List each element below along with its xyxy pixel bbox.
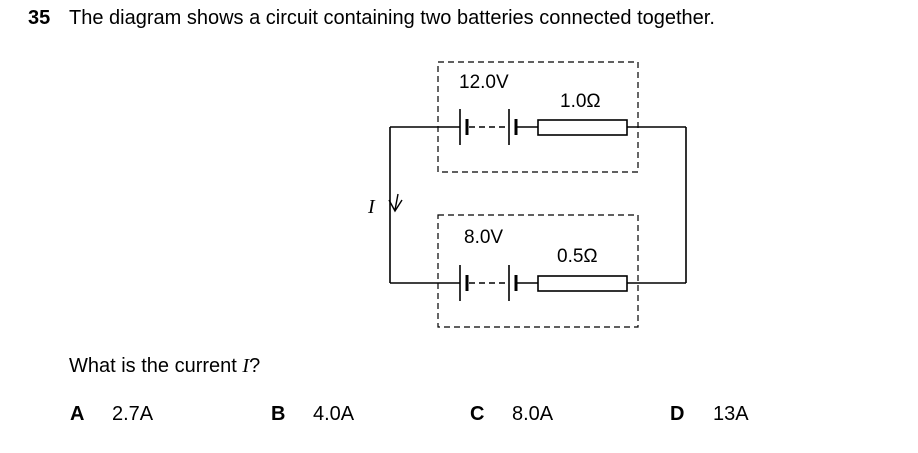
prompt-end: ?	[249, 355, 261, 377]
question-text: The diagram shows a circuit containing t…	[69, 7, 715, 29]
prompt-text: What is the current	[69, 355, 243, 377]
option-c-text[interactable]: 8.0A	[512, 403, 554, 425]
circuit-wires	[389, 126, 687, 284]
option-b-letter[interactable]: B	[271, 403, 286, 425]
top-emf-label: 12.0V	[459, 72, 509, 93]
bottom-internal-resistor	[537, 275, 628, 292]
bottom-resistance-label: 0.5Ω	[557, 246, 598, 267]
option-b-text[interactable]: 4.0A	[313, 403, 355, 425]
top-battery-boundary	[437, 61, 639, 173]
option-a-text[interactable]: 2.7A	[112, 403, 154, 425]
option-d-letter[interactable]: D	[670, 403, 685, 425]
top-cell-symbol	[459, 109, 518, 145]
option-d-text[interactable]: 13A	[713, 403, 749, 425]
top-internal-resistor	[537, 119, 628, 136]
current-label: I	[367, 196, 376, 218]
bottom-emf-label: 8.0V	[464, 227, 503, 248]
prompt-variable: I	[242, 355, 250, 377]
question-prompt: What is the current I?	[69, 355, 260, 378]
bottom-battery-boundary	[437, 214, 639, 328]
option-a-letter[interactable]: A	[70, 403, 85, 425]
current-arrow-icon	[388, 193, 403, 213]
top-resistance-label: 1.0Ω	[560, 91, 601, 112]
bottom-cell-symbol	[459, 265, 518, 301]
option-c-letter[interactable]: C	[470, 403, 485, 425]
question-number: 35	[28, 7, 51, 29]
